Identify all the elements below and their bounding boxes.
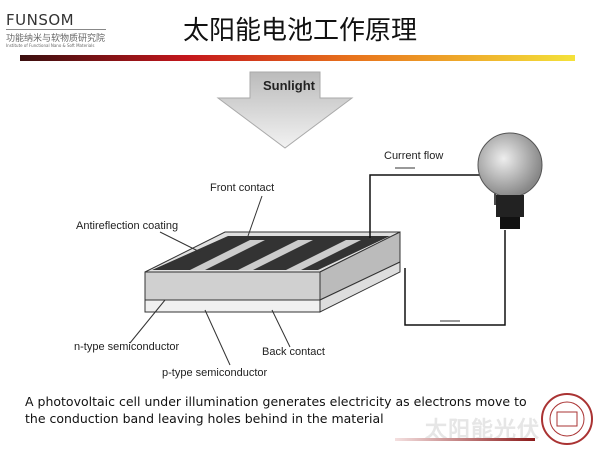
sunlight-arrow — [216, 71, 354, 149]
caption: A photovoltaic cell under illumination g… — [25, 394, 527, 426]
sunlight-label: Sunlight — [263, 78, 315, 93]
page-title: 太阳能电池工作原理 — [182, 16, 417, 46]
logo-cn: 功能纳米与软物质研究院 — [6, 34, 106, 44]
solar-cell-slab — [144, 231, 401, 313]
antireflection-label: Antireflection coating — [76, 220, 179, 232]
back-contact-label: Back contact — [262, 346, 325, 358]
header-accent-bar — [20, 55, 575, 61]
logo-divider — [6, 29, 106, 30]
current-flow-label: Current flow — [384, 150, 444, 162]
footer-accent-bar — [395, 438, 535, 441]
front-contact-label: Front contact — [210, 182, 275, 194]
logo-name: FUNSOM — [6, 11, 75, 29]
solar-cell-diagram — [129, 71, 543, 366]
p-type-label: p-type semiconductor — [162, 367, 268, 379]
light-bulb-icon — [477, 132, 543, 229]
seal-logo — [541, 393, 593, 445]
logo-en: Institute of Functional Nano & Soft Mate… — [6, 43, 95, 48]
n-type-label: n-type semiconductor — [74, 341, 180, 353]
